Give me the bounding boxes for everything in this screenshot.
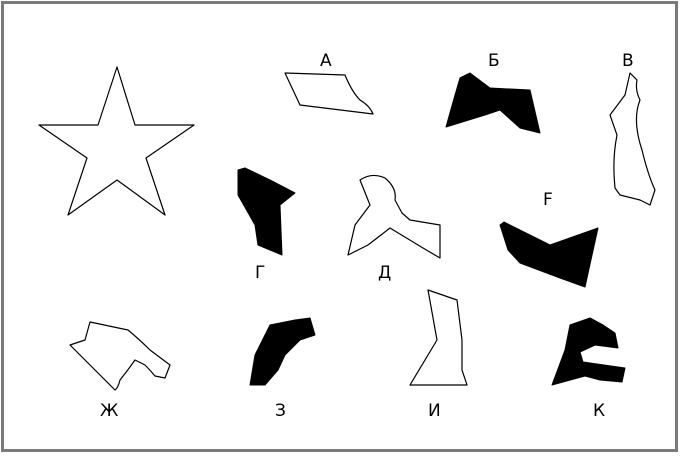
label-b: Б: [488, 51, 500, 71]
label-f: F: [543, 190, 553, 210]
reference-star: [39, 67, 194, 215]
label-k: К: [593, 401, 605, 421]
label-i: И: [428, 401, 441, 421]
shape-zh: [70, 322, 170, 390]
label-d: Д: [378, 263, 391, 283]
label-g: Г: [255, 263, 265, 283]
label-a: А: [320, 51, 332, 71]
shape-f: [500, 222, 598, 287]
shape-b: [446, 73, 540, 133]
shape-a: [285, 73, 373, 114]
shape-d: [348, 175, 440, 258]
shape-z: [250, 318, 315, 385]
shape-v: [610, 73, 655, 205]
label-v: В: [622, 51, 634, 71]
label-z: З: [275, 401, 286, 421]
label-zh: Ж: [100, 401, 118, 421]
shape-g: [238, 168, 295, 255]
shape-i: [410, 290, 467, 385]
shape-k: [552, 318, 625, 385]
